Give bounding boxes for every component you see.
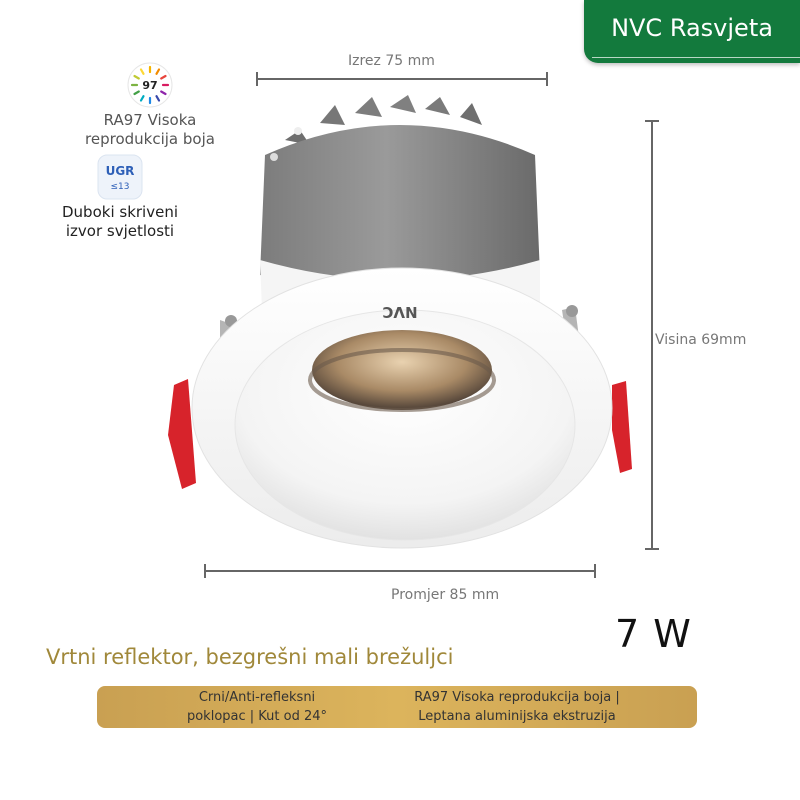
height-dimension-cap-bottom xyxy=(645,548,659,550)
spec-right-line1: RA97 Visoka reprodukcija boja | xyxy=(414,690,620,705)
feature-ra97-label-2: reprodukcija boja xyxy=(85,130,215,148)
feature-ra97-label-1: RA97 Visoka xyxy=(103,111,197,129)
ugr-badge-icon: UGR ≤13 xyxy=(97,154,143,200)
heat-sink-body xyxy=(260,125,540,295)
cutout-dimension-label: Izrez 75 mm xyxy=(348,53,435,69)
diameter-dimension-line xyxy=(204,570,596,572)
spec-left-line1: Crni/Anti-refleksni xyxy=(198,690,316,705)
ra97-badge-text: 97 xyxy=(142,79,157,92)
feature-ugr: UGR ≤13 Duboki skriveni izvor svjetlosti xyxy=(45,154,195,241)
spec-bar: Crni/Anti-refleksni poklopac | Kut od 24… xyxy=(97,686,697,728)
brand-label: NVC Rasvjeta xyxy=(611,14,773,42)
ugr-badge-top-text: UGR xyxy=(106,164,135,178)
ra97-color-wheel-icon: 97 xyxy=(127,62,173,108)
spec-left: Crni/Anti-refleksni poklopac | Kut od 24… xyxy=(157,688,357,726)
diameter-dimension-cap-left xyxy=(204,564,206,578)
heat-sink-fins xyxy=(285,95,482,145)
diameter-dimension-cap-right xyxy=(594,564,596,578)
diameter-dimension-label: Promjer 85 mm xyxy=(391,587,500,603)
spec-left-line2: poklopac | Kut od 24° xyxy=(186,709,328,724)
downlight-product-image: NVC xyxy=(168,95,632,549)
clip-red-right xyxy=(612,381,632,473)
led-light-source xyxy=(312,330,492,410)
tagline: Vrtni reflektor, bezgrešni mali brežuljc… xyxy=(46,645,454,669)
spec-right-line2: Leptana aluminijska ekstruzija xyxy=(418,709,616,724)
feature-ra97: 97 RA97 Visoka reprodukcija boja xyxy=(70,62,230,149)
feature-ugr-label-1: Duboki skriveni xyxy=(62,203,178,221)
ugr-badge-bottom-text: ≤13 xyxy=(111,182,130,192)
height-dimension-label: Visina 69mm xyxy=(655,332,747,348)
spec-right: RA97 Visoka reprodukcija boja | Leptana … xyxy=(382,688,652,726)
cutout-dimension-line xyxy=(256,78,548,80)
cutout-dimension-cap-right xyxy=(546,72,548,86)
height-dimension-cap-top xyxy=(645,120,659,122)
product-logo: NVC xyxy=(382,303,417,321)
feature-ugr-label-2: izvor svjetlosti xyxy=(65,222,175,240)
clip-red-left xyxy=(168,379,196,489)
power-rating: 7 W xyxy=(615,612,692,656)
brand-tab: NVC Rasvjeta xyxy=(584,0,800,63)
cutout-dimension-cap-left xyxy=(256,72,258,86)
height-dimension-line xyxy=(651,120,653,550)
